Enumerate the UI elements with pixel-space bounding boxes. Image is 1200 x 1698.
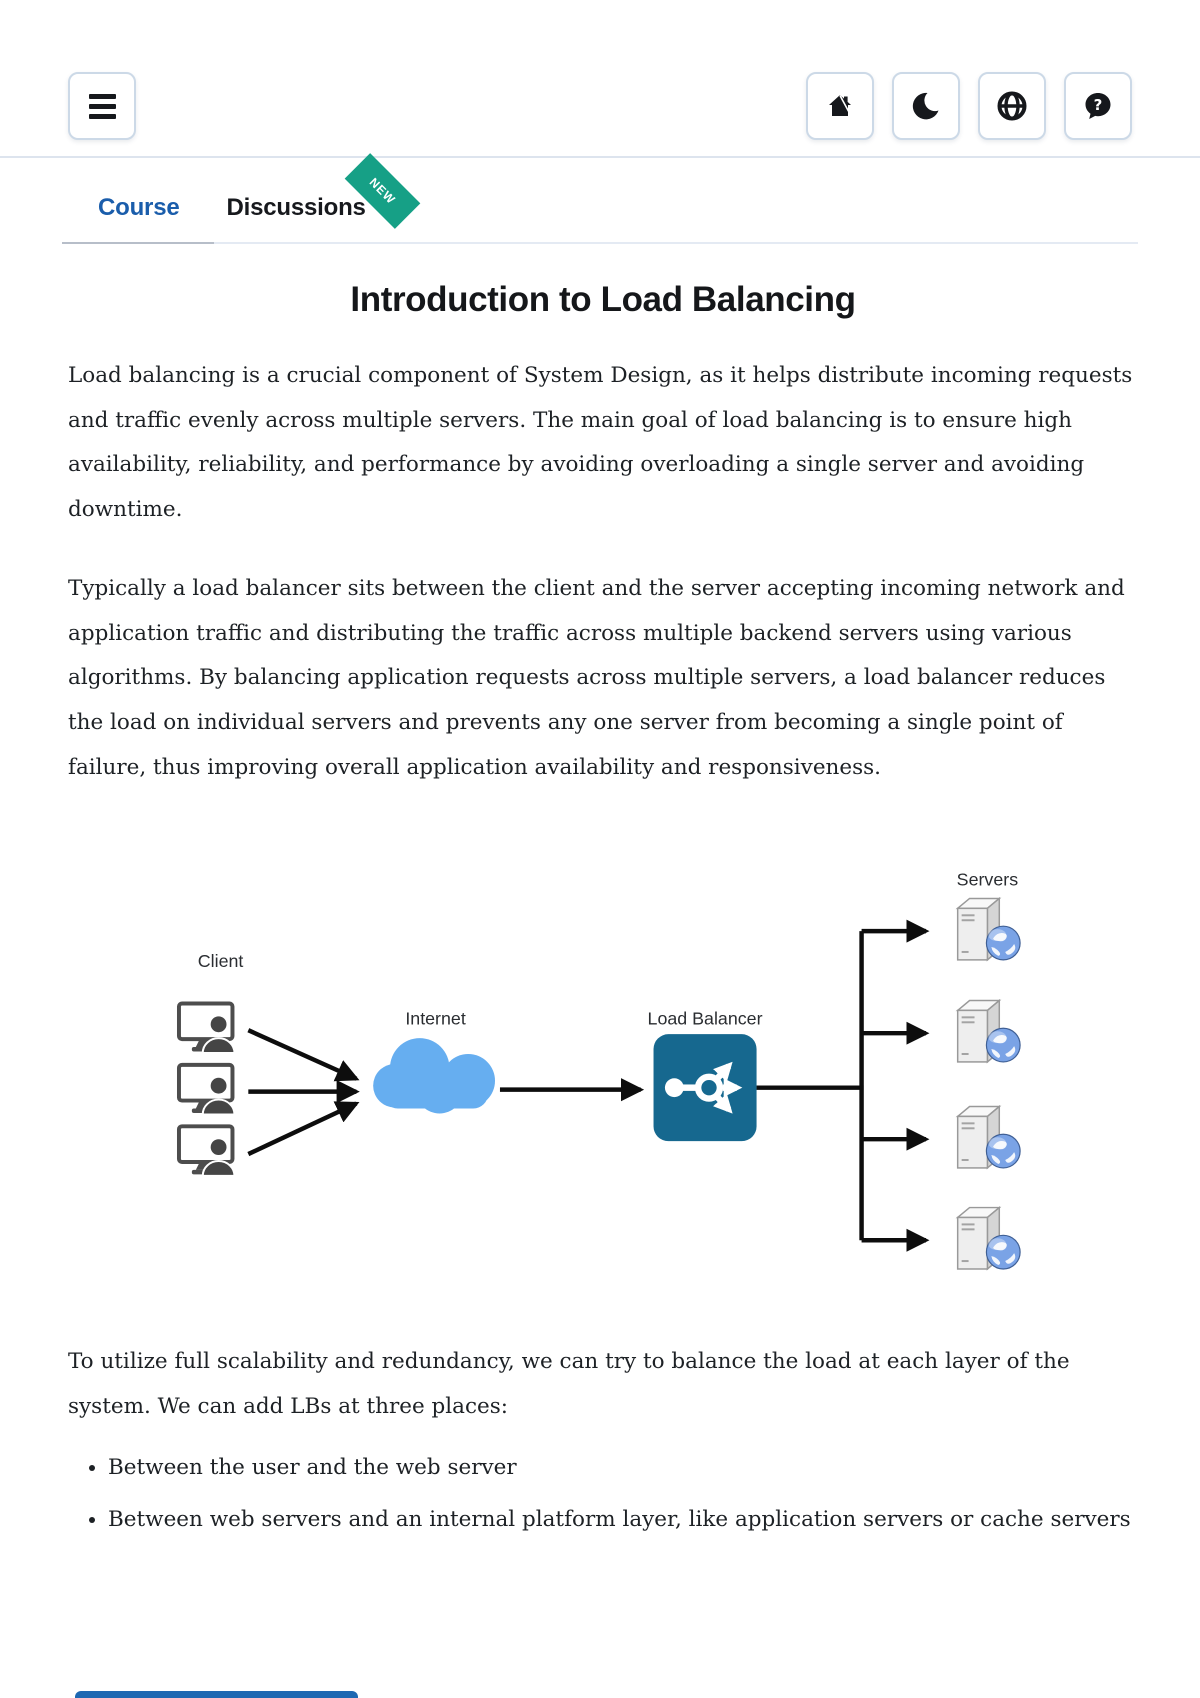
cloud-icon xyxy=(373,1038,496,1114)
list-item: Between the user and the web server xyxy=(108,1446,1138,1491)
help-button[interactable]: ? xyxy=(1064,72,1132,140)
client-icon xyxy=(176,1001,237,1056)
hamburger-icon xyxy=(88,93,116,119)
paragraph-lb-placement: To utilize full scalability and redundan… xyxy=(68,1349,1070,1419)
header-divider xyxy=(0,156,1200,158)
moon-icon xyxy=(912,92,939,120)
bottom-progress-bar xyxy=(75,1691,358,1698)
client-icon xyxy=(176,1124,237,1179)
client-to-cloud-arrows xyxy=(247,1028,360,1157)
client-icon xyxy=(176,1063,237,1117)
server-branch-arrows xyxy=(861,920,930,1253)
server-icon xyxy=(956,897,1022,962)
svg-text:?: ? xyxy=(1094,96,1103,114)
load-balancer-icon xyxy=(653,1034,757,1142)
client-label: Client xyxy=(198,951,244,971)
page-title: Introduction to Load Balancing xyxy=(350,280,856,319)
server-icon xyxy=(956,999,1022,1064)
paragraph-how-it-works: Typically a load balancer sits between t… xyxy=(68,575,1125,780)
server-icon xyxy=(956,1105,1022,1170)
question-icon: ? xyxy=(1085,93,1111,119)
tab-course[interactable]: Course xyxy=(98,194,180,221)
dark-mode-button[interactable] xyxy=(892,72,960,140)
language-button[interactable] xyxy=(978,72,1046,140)
home-icon xyxy=(829,95,851,116)
servers-label: Servers xyxy=(957,870,1019,890)
menu-button[interactable] xyxy=(68,72,136,140)
paragraph-intro: Load balancing is a crucial component of… xyxy=(68,363,1133,523)
lb-placement-list: Between the user and the web server Betw… xyxy=(82,1446,1138,1543)
server-icon xyxy=(956,1207,1022,1271)
tab-discussions-label: Discussions xyxy=(226,194,366,221)
home-button[interactable] xyxy=(806,72,874,140)
lesson-content: Introduction to Load Balancing Load bala… xyxy=(62,280,1138,1543)
topbar-actions: ? xyxy=(806,72,1132,140)
internet-label: Internet xyxy=(405,1009,466,1029)
list-item: Between web servers and an internal plat… xyxy=(108,1498,1138,1543)
tab-bar: Course Discussions NEW xyxy=(62,153,1138,244)
globe-icon xyxy=(997,91,1027,121)
top-navigation: ? xyxy=(0,0,1200,140)
load-balancer-label: Load Balancer xyxy=(648,1009,763,1029)
load-balancing-diagram: Client Internet Load Balance xyxy=(68,840,1138,1306)
tab-discussions[interactable]: Discussions NEW xyxy=(226,153,421,229)
